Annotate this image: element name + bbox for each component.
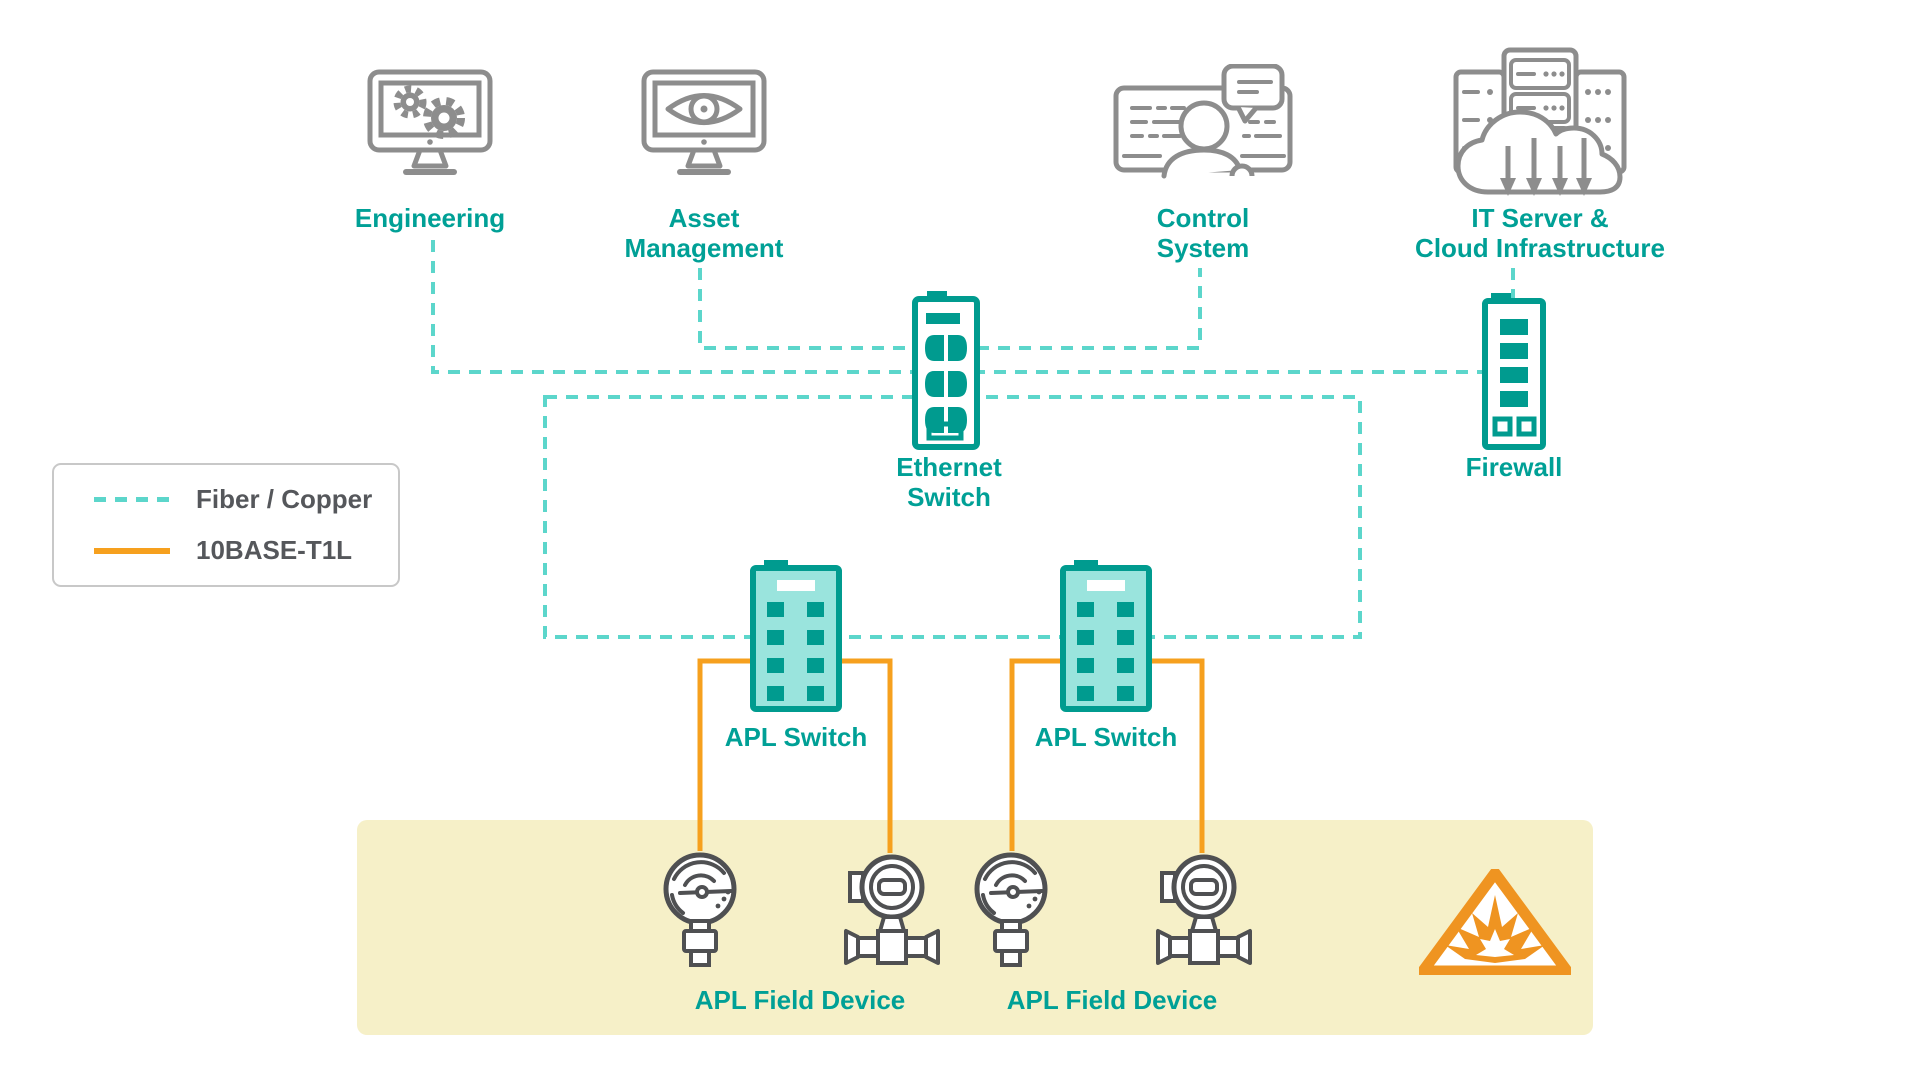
fiber-line-engineering-to-firewall [431, 240, 1483, 374]
firewall-icon [1482, 293, 1546, 450]
apl-switch-icon [750, 560, 842, 712]
ethernet-switch-icon [912, 291, 980, 450]
apl-field-device-right-label: APL Field Device [1006, 985, 1218, 1015]
gauge-transmitter-icon [974, 852, 1048, 967]
monitor-gears-icon [367, 69, 493, 175]
firewall-label: Firewall [1465, 452, 1563, 482]
solid-line-sample [94, 547, 170, 554]
cloud-download-icon [1455, 109, 1623, 196]
valve-transmitter-icon [844, 854, 940, 965]
it-server-cloud-label: IT Server & Cloud Infrastructure [1415, 203, 1665, 263]
legend-item-10base-t1l: 10BASE-T1L [94, 535, 398, 566]
person-icon [1161, 100, 1255, 179]
apl-switch-icon [1060, 560, 1152, 712]
apl-switch-left-label: APL Switch [724, 722, 868, 752]
t1l-line-right-switch-a [1009, 658, 1063, 851]
legend-item-fiber-copper: Fiber / Copper [94, 484, 398, 515]
gear-icon [393, 85, 465, 139]
apl-field-device-left-label: APL Field Device [694, 985, 906, 1015]
asset-management-label: Asset Management [624, 203, 784, 263]
t1l-line-left-switch-b [839, 658, 893, 853]
server-racks-cloud-icon [1453, 47, 1627, 196]
fiber-line-asset-to-control [698, 268, 1202, 350]
engineering-label: Engineering [354, 203, 506, 233]
speech-bubble-icon [1221, 64, 1285, 124]
dashed-line-sample [94, 497, 170, 502]
apl-switch-right-label: APL Switch [1034, 722, 1178, 752]
control-system-label: Control System [1156, 203, 1250, 263]
hazardous-area-zone [357, 820, 1593, 1035]
t1l-line-right-switch-b [1149, 658, 1205, 853]
legend: Fiber / Copper 10BASE-T1L [52, 463, 400, 587]
t1l-line-left-switch-a [697, 658, 753, 851]
ethernet-switch-label: Ethernet Switch [896, 452, 1002, 512]
valve-transmitter-icon [1156, 854, 1252, 965]
operator-screen-icon [1113, 64, 1293, 179]
explosion-hazard-triangle-icon [1419, 869, 1571, 975]
eye-icon [665, 93, 743, 125]
gauge-transmitter-icon [663, 852, 737, 967]
monitor-eye-icon [641, 69, 767, 175]
